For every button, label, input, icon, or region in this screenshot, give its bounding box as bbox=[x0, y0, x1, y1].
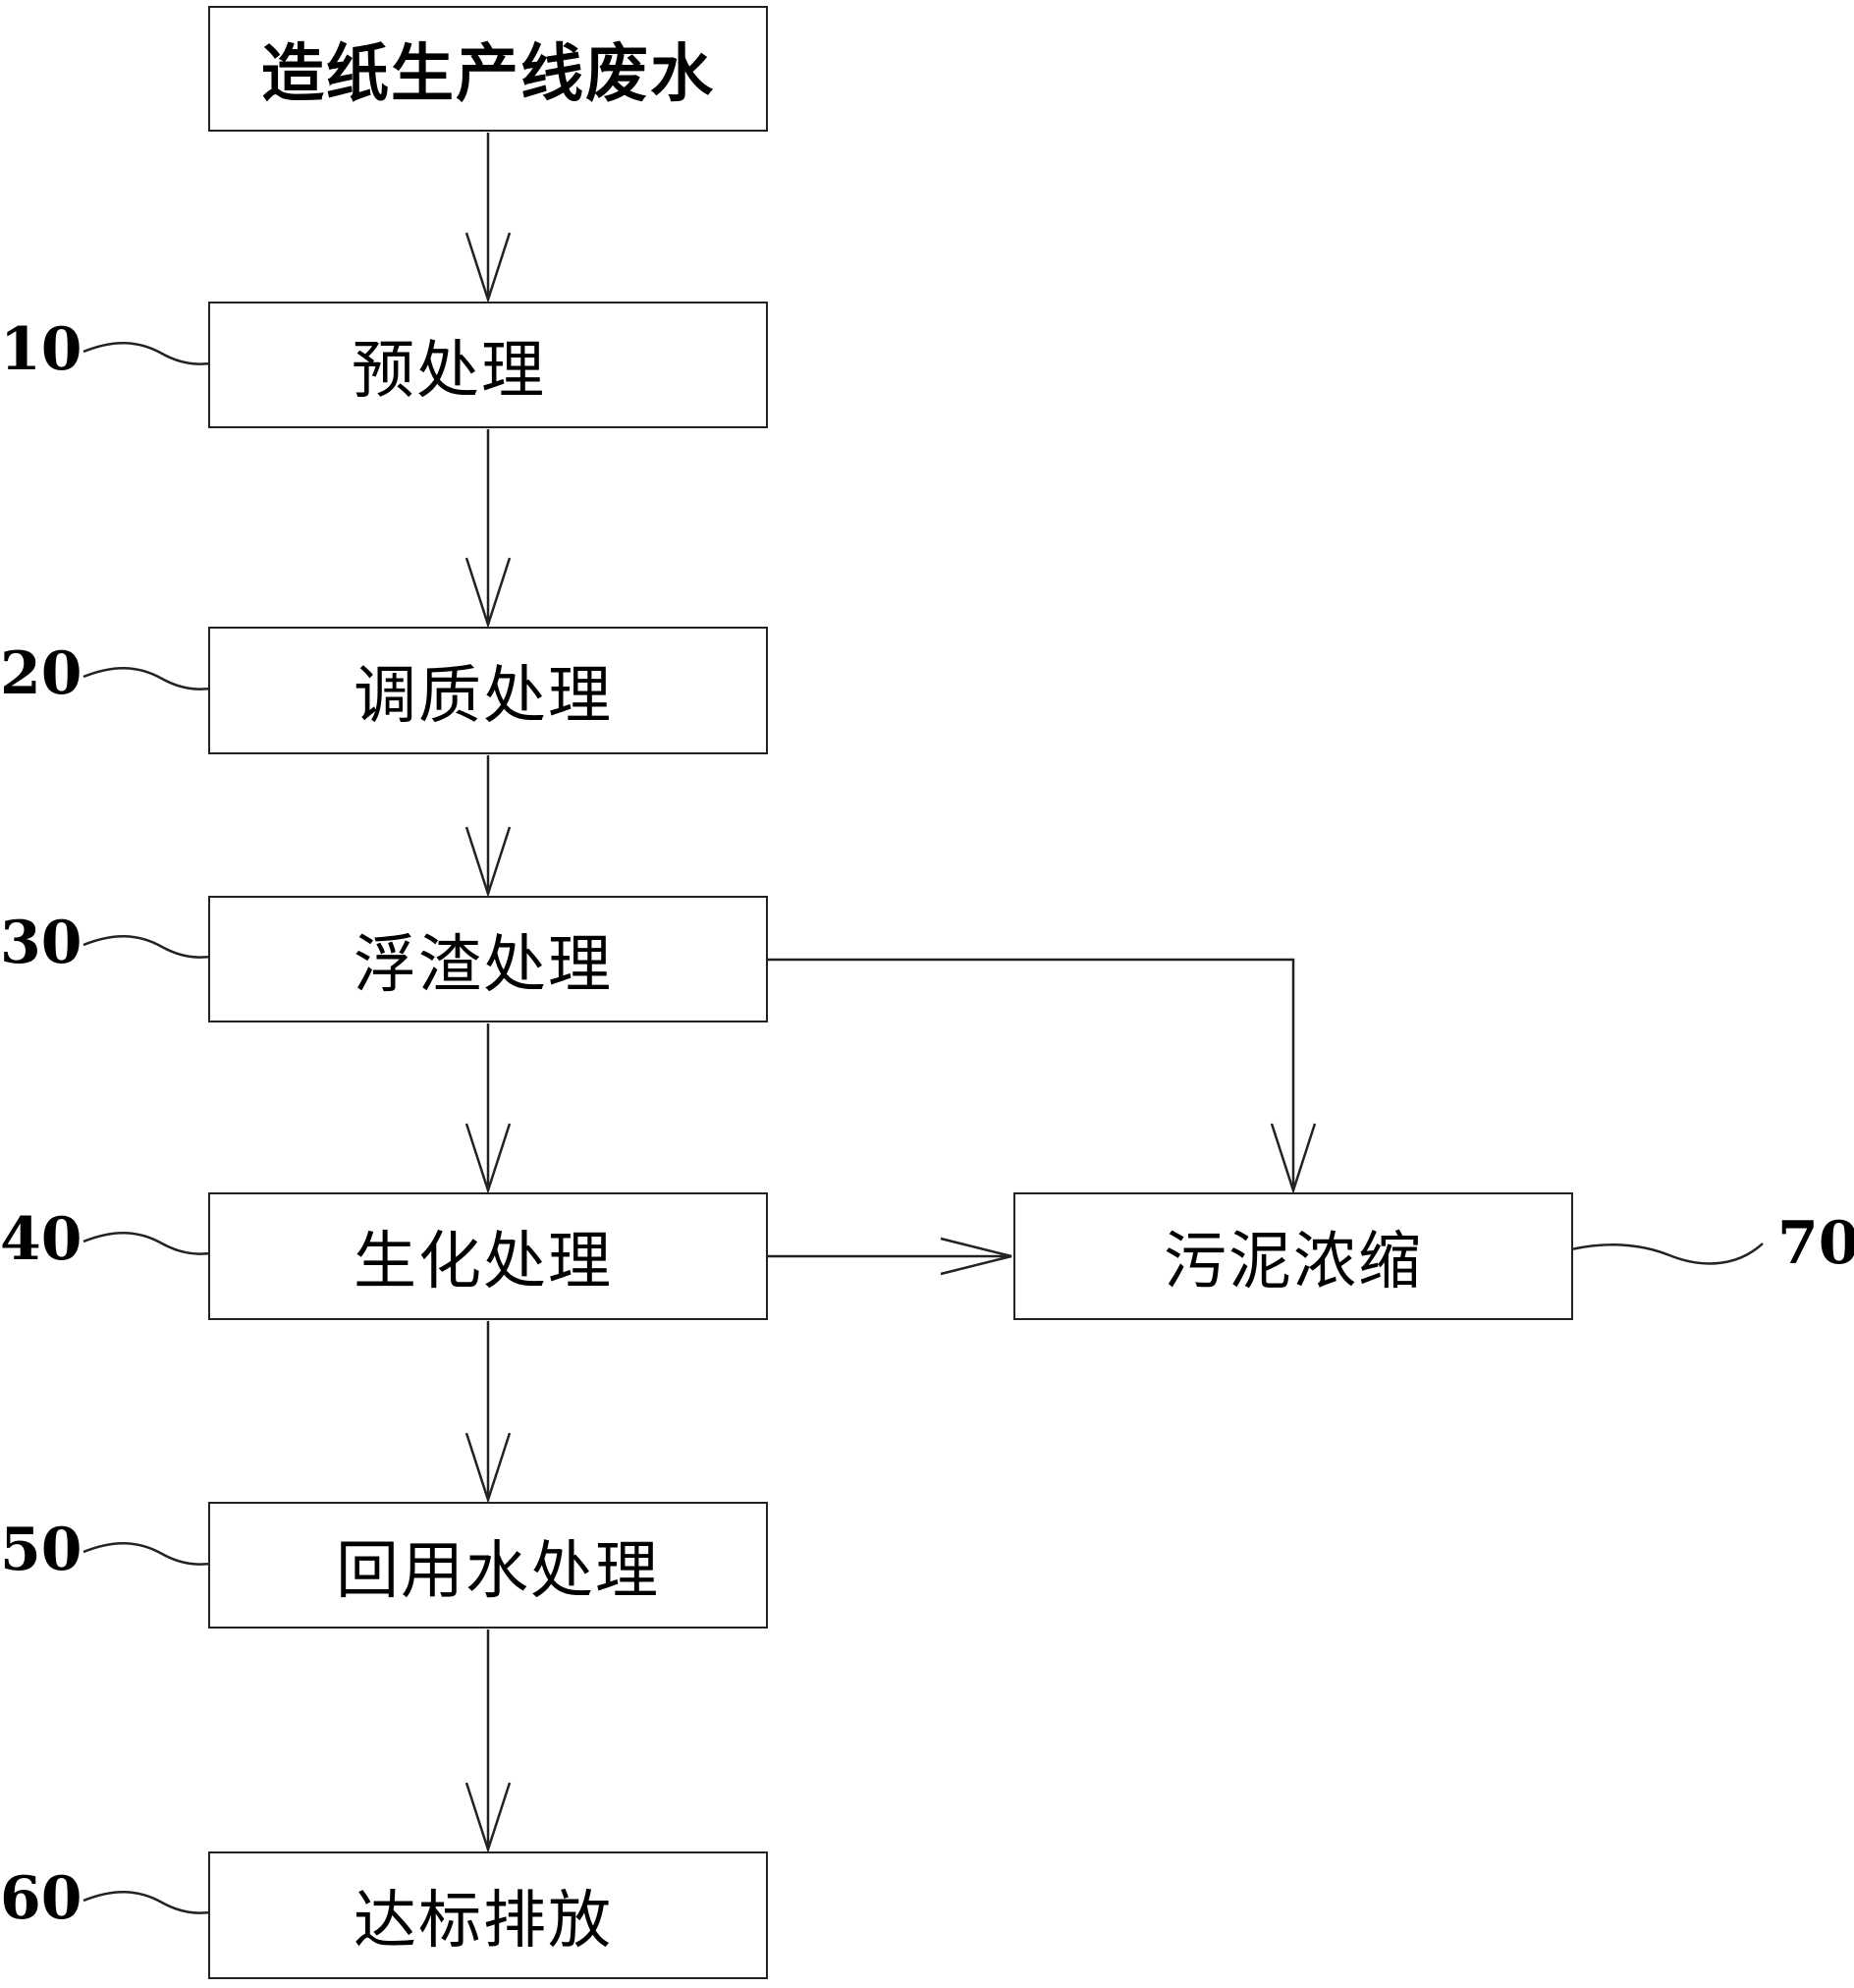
step-box-reuse-water: 回用水处理 bbox=[208, 1502, 768, 1629]
arrowhead bbox=[464, 232, 512, 304]
ref-number-10: 10 bbox=[0, 315, 82, 384]
ref-number-50: 50 bbox=[0, 1516, 82, 1584]
step-label-biochemical: 生化处理 bbox=[354, 1226, 613, 1298]
side-label-sludge: 污泥浓缩 bbox=[1164, 1226, 1423, 1298]
step-box-biochemical: 生化处理 bbox=[208, 1192, 768, 1320]
step-box-discharge: 达标排放 bbox=[208, 1851, 768, 1979]
step-label-pretreatment: 预处理 bbox=[352, 334, 546, 408]
arrowhead bbox=[940, 1237, 1012, 1276]
source-label: 造纸生产线废水 bbox=[261, 37, 715, 111]
ref-number-60: 60 bbox=[0, 1864, 82, 1933]
step-box-pretreatment: 预处理 bbox=[208, 302, 768, 428]
ref-number-20: 20 bbox=[0, 639, 82, 708]
arrowhead bbox=[464, 557, 512, 630]
ref-number-30: 30 bbox=[0, 909, 82, 977]
arrowhead bbox=[464, 1782, 512, 1854]
step-box-conditioning: 调质处理 bbox=[208, 627, 768, 754]
ref-number-40: 40 bbox=[0, 1205, 82, 1274]
arrowhead bbox=[464, 1432, 512, 1505]
arrowhead bbox=[1270, 1123, 1317, 1195]
arrowhead bbox=[464, 1123, 512, 1195]
ref-number-70: 70 bbox=[1777, 1209, 1854, 1278]
step-label-scum: 浮渣处理 bbox=[354, 928, 613, 1002]
connector-30-to-70 bbox=[768, 958, 1295, 1190]
step-label-conditioning: 调质处理 bbox=[354, 660, 613, 733]
source-box: 造纸生产线废水 bbox=[208, 6, 768, 132]
step-label-discharge: 达标排放 bbox=[354, 1885, 613, 1958]
leader-line-70 bbox=[1555, 1242, 1764, 1265]
arrowhead bbox=[464, 826, 512, 899]
side-box-sludge: 污泥浓缩 bbox=[1013, 1192, 1573, 1320]
step-box-scum: 浮渣处理 bbox=[208, 896, 768, 1022]
step-label-reuse-water: 回用水处理 bbox=[336, 1534, 660, 1608]
